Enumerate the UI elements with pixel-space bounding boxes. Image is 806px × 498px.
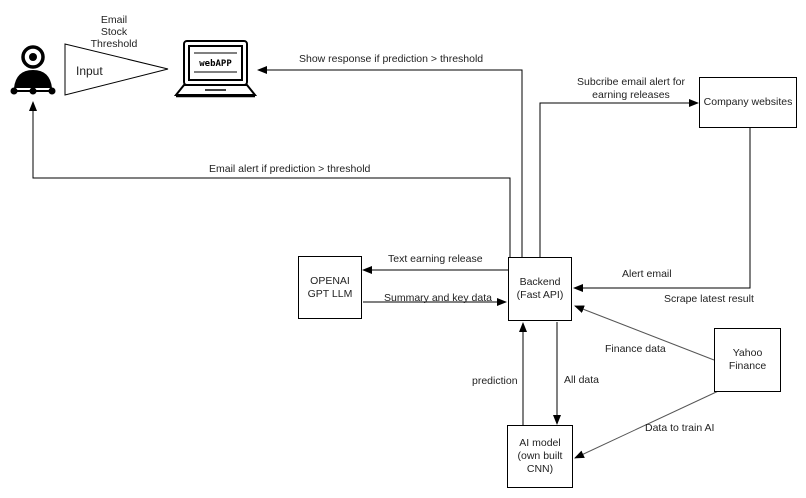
aimodel-line-2: (own built <box>517 450 563 462</box>
user-input-threshold: Threshold <box>90 38 138 50</box>
label-prediction: prediction <box>472 375 518 387</box>
label-train-ai: Data to train AI <box>645 422 715 434</box>
yahoo-line-2: Finance <box>728 360 767 372</box>
openai-line-1: OPENAI <box>310 274 350 287</box>
user-input-email: Email <box>100 14 128 26</box>
label-scrape: Scrape latest result <box>664 293 754 305</box>
yahoo-finance-node: Yahoo Finance <box>714 328 781 392</box>
user-inputs-list: Email Stock Threshold <box>88 14 140 50</box>
openai-node: OPENAI GPT LLM <box>298 256 362 319</box>
openai-line-2: GPT LLM <box>307 287 353 300</box>
label-finance-data: Finance data <box>605 343 666 355</box>
edge-train-ai <box>574 386 728 459</box>
label-summary: Summary and key data <box>384 292 492 304</box>
company-websites-node: Company websites <box>699 77 797 128</box>
yahoo-line-1: Yahoo <box>732 347 763 359</box>
label-text-earning: Text earning release <box>388 253 483 265</box>
user-input-stock: Stock <box>100 26 128 38</box>
company-line-1: Company websites <box>703 96 793 108</box>
edge-email-alert <box>29 101 511 257</box>
label-alert-email: Alert email <box>622 268 672 280</box>
ai-model-node: AI model (own built CNN) <box>507 425 573 488</box>
label-all-data: All data <box>564 374 600 386</box>
backend-node: Backend (Fast API) <box>508 257 572 321</box>
webapp-label: webAPP <box>199 59 232 69</box>
input-label: Input <box>76 64 103 78</box>
backend-line-2: (Fast API) <box>516 289 564 301</box>
label-show-response: Show response if prediction > threshold <box>299 53 484 65</box>
label-email-alert: Email alert if prediction > threshold <box>209 163 371 175</box>
laptop-icon <box>173 40 258 98</box>
edge-show-response <box>257 66 523 257</box>
label-subscribe-line-1: Subcribe email alert for <box>577 76 685 88</box>
input-triangle <box>64 43 169 96</box>
label-subscribe-line-2: earning releases <box>592 89 670 101</box>
edge-alert-email <box>573 128 751 292</box>
edge-subscribe <box>539 99 699 257</box>
user-icon <box>10 45 56 95</box>
label-subscribe: Subcribe email alert for earning release… <box>566 76 696 102</box>
aimodel-line-3: CNN) <box>526 463 554 475</box>
backend-line-1: Backend <box>519 276 561 288</box>
edge-finance-data <box>574 305 715 361</box>
aimodel-line-1: AI model <box>519 437 561 449</box>
